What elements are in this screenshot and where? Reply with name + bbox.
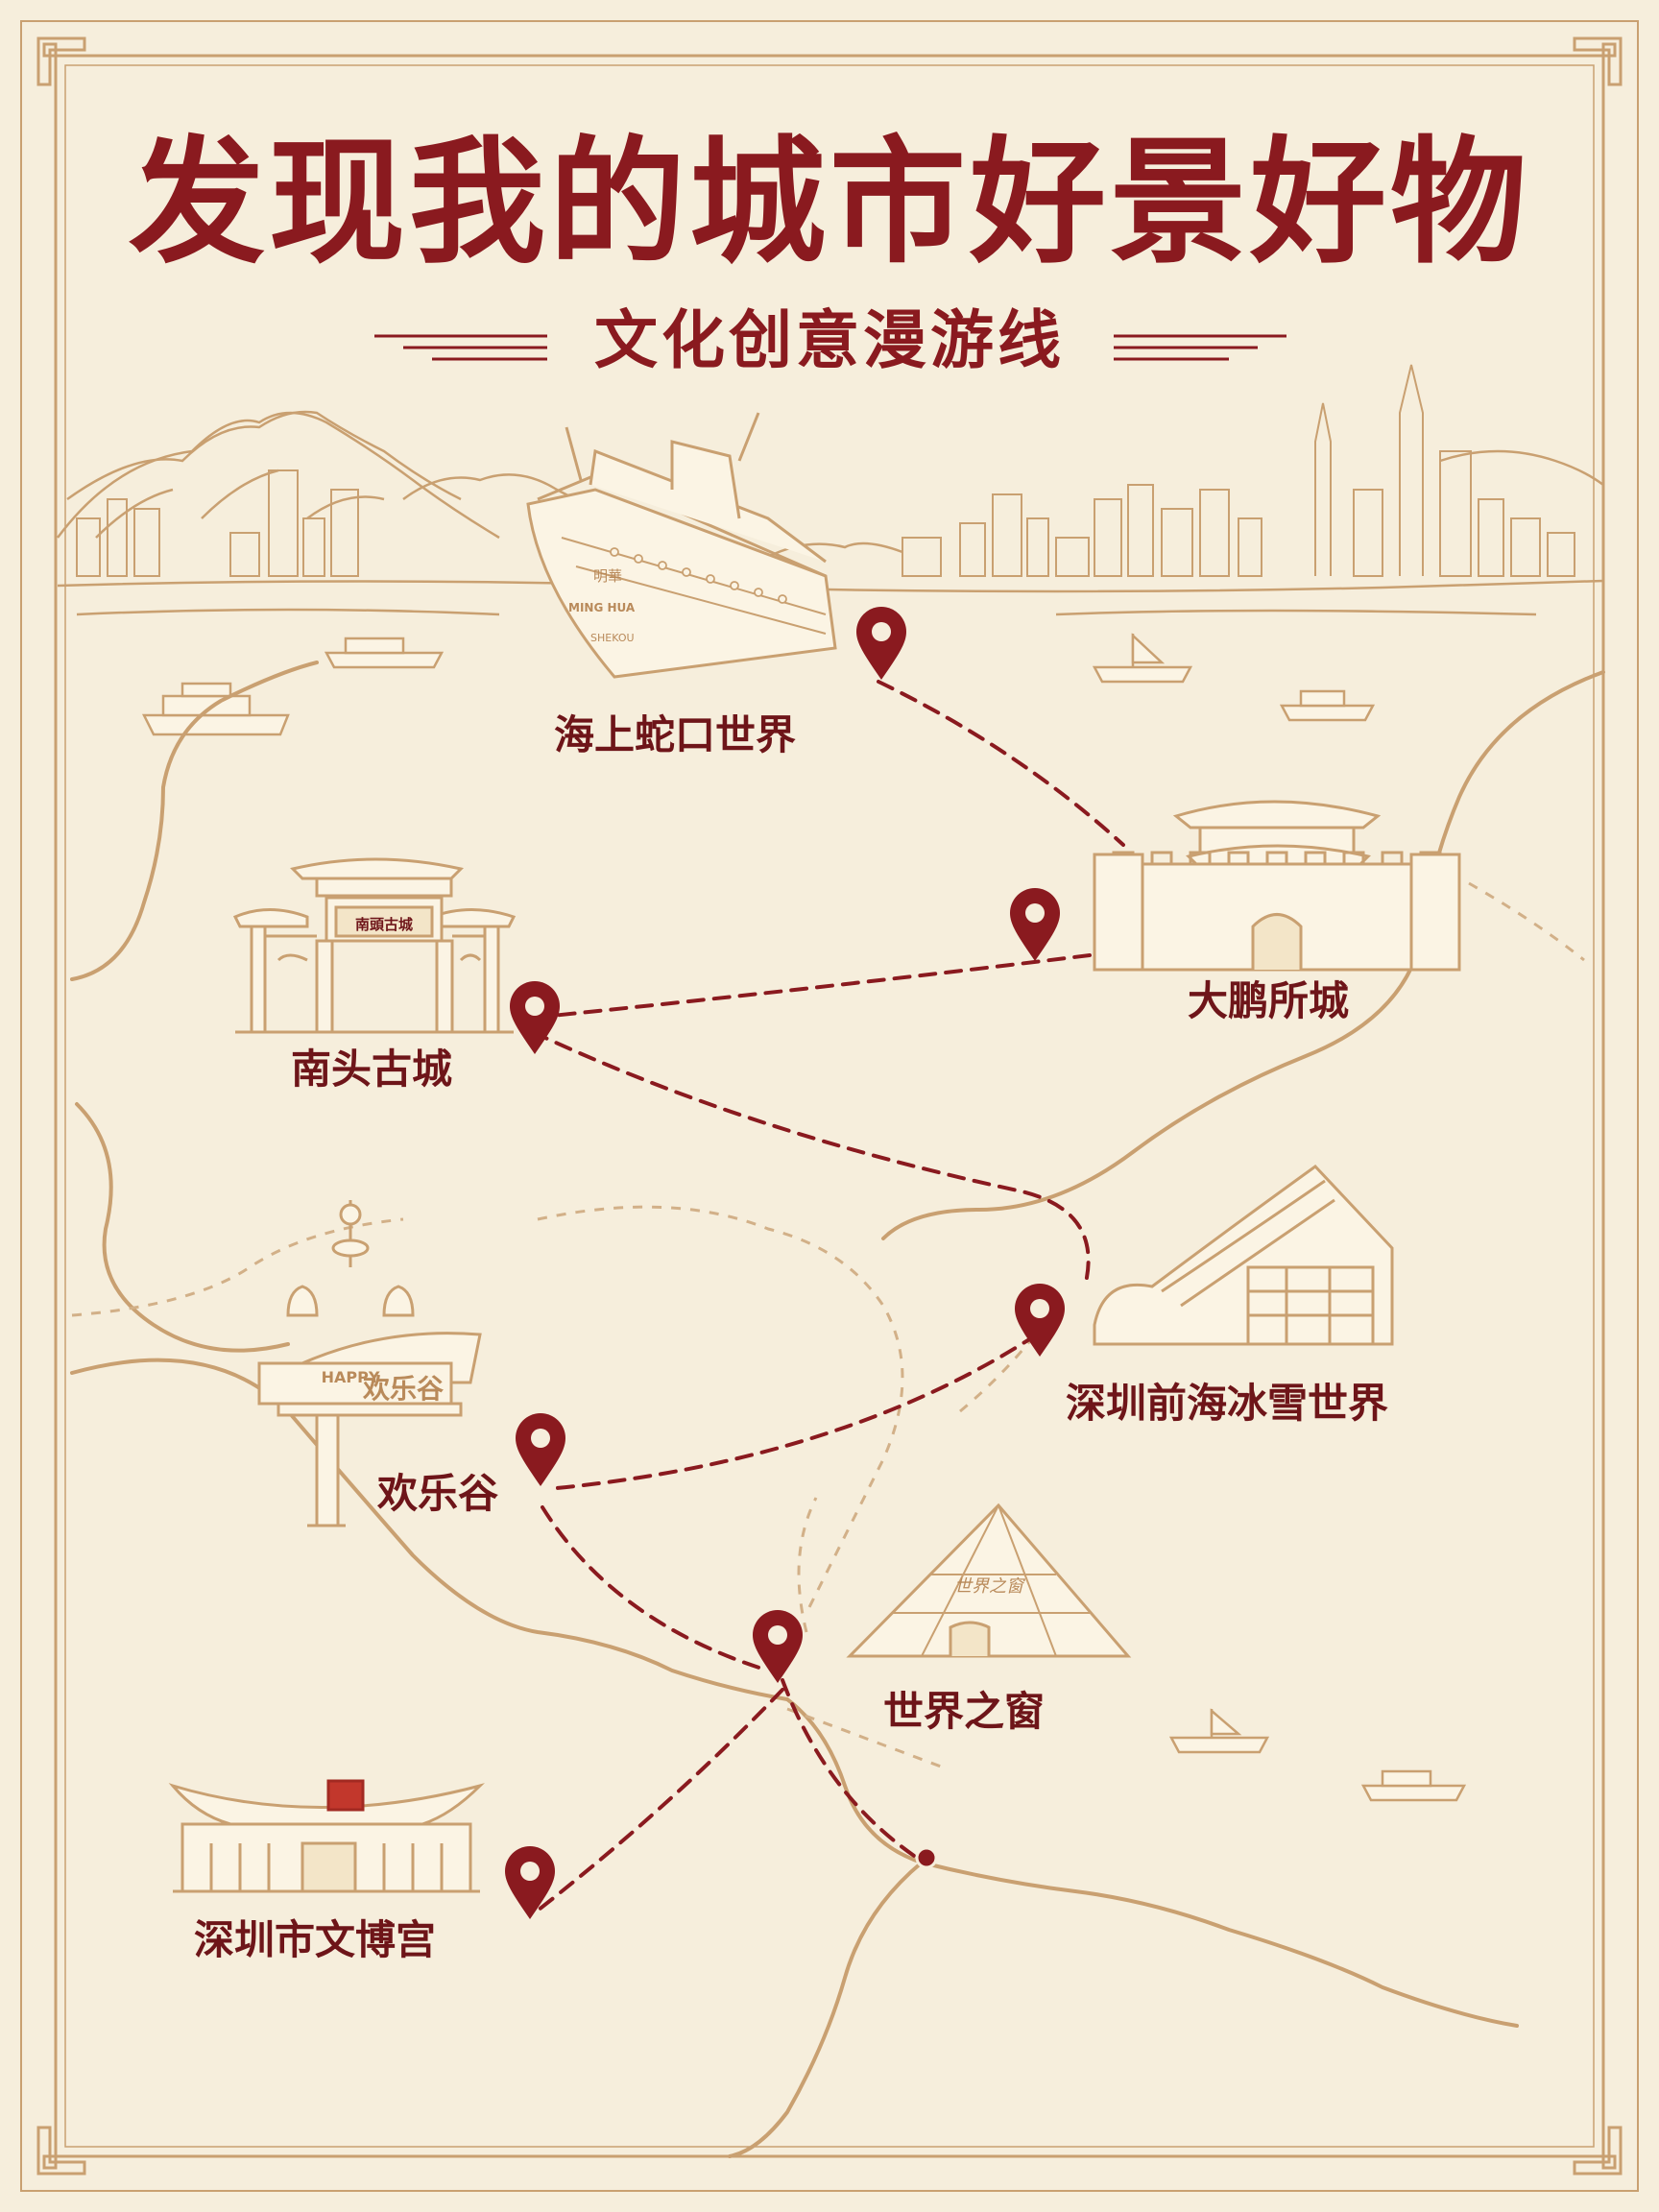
ship-chinese-text: 明華: [593, 567, 622, 585]
map-pin-icon: [516, 1413, 565, 1486]
route-end-dot: [915, 1846, 938, 1869]
nantou-plaque-text: 南頭古城: [355, 916, 413, 933]
modern-building-icon: [1093, 1165, 1394, 1346]
skyline-illustration: [57, 364, 1604, 616]
happy-sign-text: 欢乐谷: [362, 1373, 445, 1405]
location-pin-iceworld[interactable]: [1011, 1282, 1069, 1358]
pyramid-icon: [846, 1503, 1132, 1658]
ship-name-text: MING HUA: [568, 601, 636, 614]
map-pin-icon: [505, 1846, 555, 1919]
subtitle-rules: [374, 334, 1286, 361]
decorative-border: [20, 20, 1639, 2192]
location-pin-window[interactable]: [749, 1608, 806, 1685]
label-wenbo[interactable]: 深圳市文博宫: [194, 1916, 437, 1963]
label-iceworld[interactable]: 深圳前海冰雪世界: [1066, 1380, 1389, 1427]
map-pin-icon: [753, 1610, 803, 1683]
location-pin-wenbo[interactable]: [501, 1844, 559, 1921]
location-pin-shekou[interactable]: [853, 605, 910, 682]
amusement-park-icon: [257, 1200, 482, 1527]
map-pin-icon: [1010, 888, 1060, 961]
cruise-ship-icon: [526, 412, 837, 679]
page-subtitle: 文化创意漫游线: [594, 303, 1065, 377]
map-pin-icon: [1015, 1284, 1065, 1357]
page-title: 发现我的城市好景好物: [129, 123, 1530, 282]
tour-route: [531, 680, 1125, 1912]
label-nantou[interactable]: 南头古城: [291, 1046, 453, 1093]
happy-en-sign: HAPPY: [322, 1368, 380, 1386]
label-shekou[interactable]: 海上蛇口世界: [554, 711, 797, 758]
location-pin-dapeng[interactable]: [1006, 886, 1064, 963]
location-pin-nantou[interactable]: [506, 979, 564, 1056]
exhibition-hall-icon: [168, 1779, 485, 1893]
minor-roads: [71, 881, 1585, 1768]
ship-port-text: SHEKOU: [590, 632, 635, 644]
boats: [141, 633, 1467, 1802]
window-sign-text: 世界之窗: [954, 1576, 1025, 1597]
paifang-archway-icon: [232, 857, 517, 1034]
location-pin-happy[interactable]: [512, 1411, 569, 1488]
label-window[interactable]: 世界之窗: [883, 1688, 1046, 1735]
label-dapeng[interactable]: 大鹏所城: [1188, 977, 1350, 1024]
map-pin-icon: [510, 981, 560, 1054]
city-wall-gate-icon: [1093, 800, 1461, 972]
map-pin-icon: [856, 607, 906, 680]
label-happy[interactable]: 欢乐谷: [377, 1470, 499, 1517]
